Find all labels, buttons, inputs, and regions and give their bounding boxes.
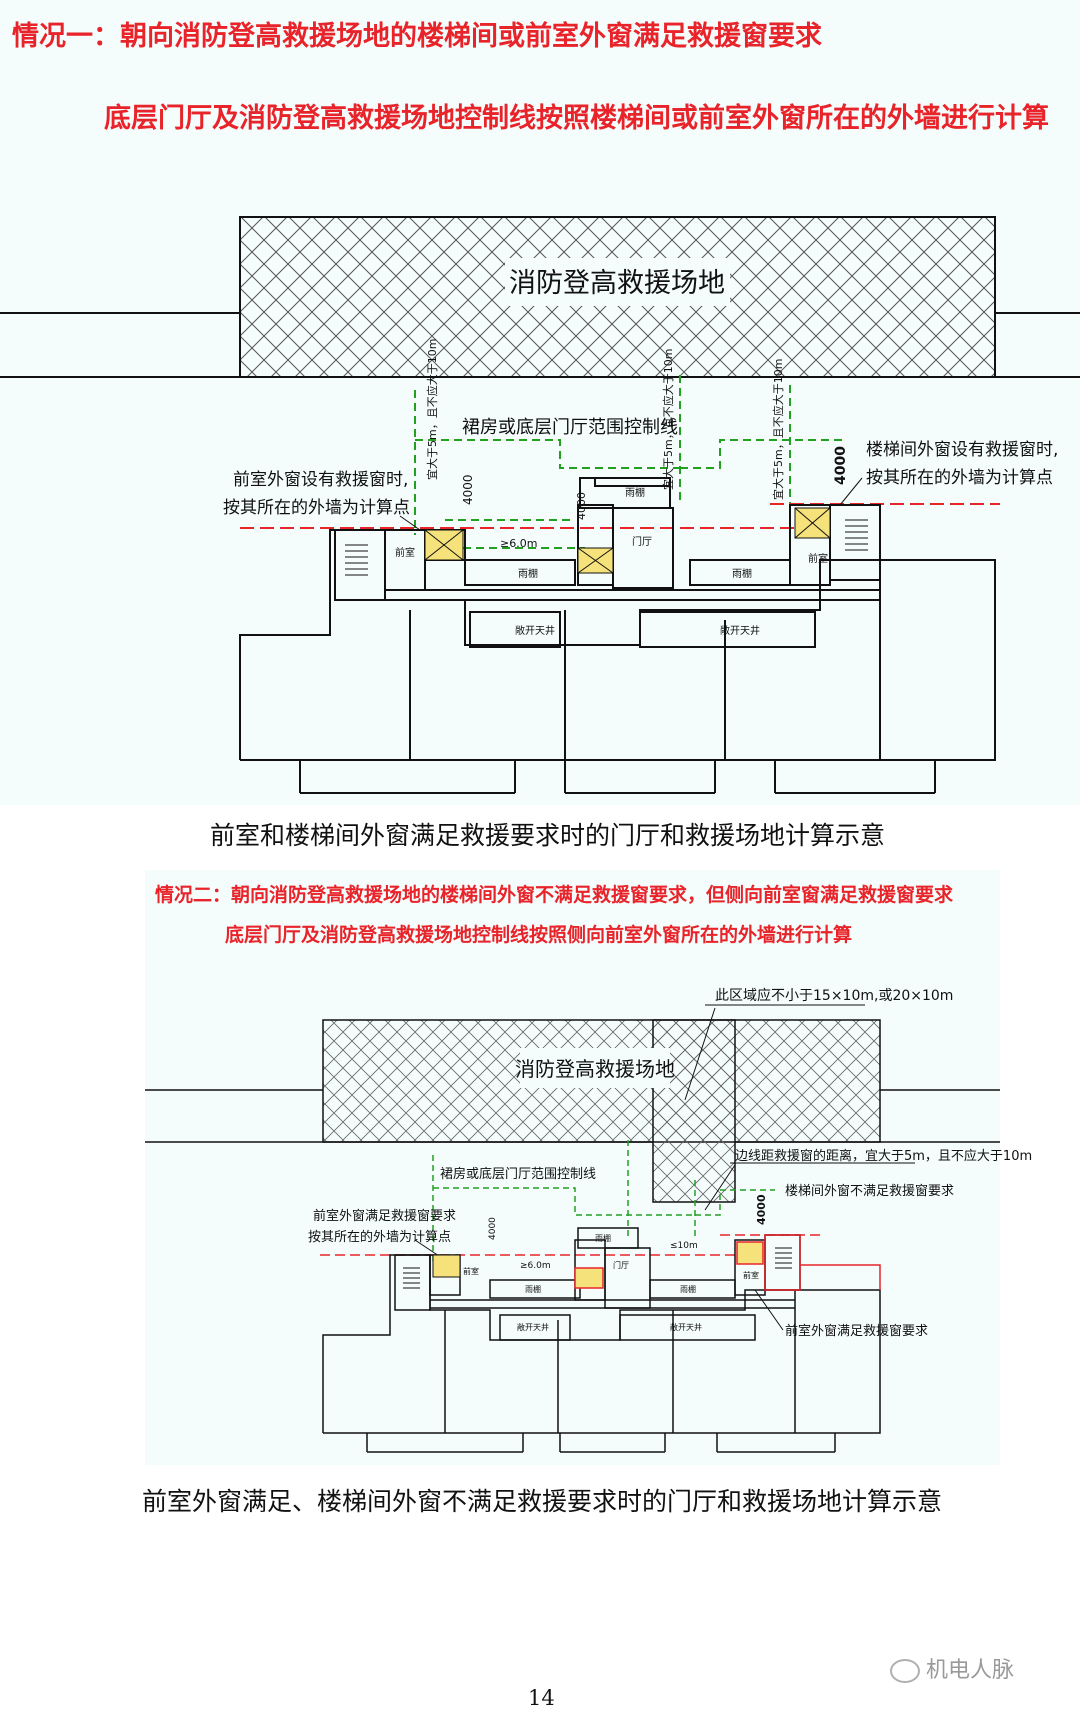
- case1-site-label: 消防登高救援场地: [509, 268, 725, 299]
- case2-room-court-a: 敞开天井: [517, 1322, 549, 1332]
- case1-room-canopy-b: 雨棚: [518, 567, 538, 580]
- case2-site-label: 消防登高救援场地: [515, 1057, 675, 1081]
- case1-room-court-b: 敞开天井: [720, 624, 760, 637]
- case2-dim-4000-right: 4000: [755, 1194, 768, 1225]
- case2-window-mid: [574, 1267, 604, 1289]
- case2-area-note: 此区域应不小于15×10m,或20×10m: [715, 987, 953, 1004]
- watermark: 机电人脉: [890, 1652, 1014, 1684]
- case2-window-left: [432, 1254, 461, 1278]
- case1-dim-4000-right: 4000: [833, 446, 849, 485]
- case1-room-lobby: 门厅: [632, 535, 652, 548]
- case1-control-line-label: 裙房或底层门厅范围控制线: [462, 417, 678, 438]
- case2-stair-note: 楼梯间外窗不满足救援窗要求: [785, 1183, 954, 1199]
- watermark-text: 机电人脉: [926, 1658, 1015, 1683]
- case1-room-court-a: 敞开天井: [515, 624, 555, 637]
- case2-extra-area: [652, 1019, 736, 1203]
- case1-dim-4000-left: 4000: [461, 474, 475, 505]
- case1-rescue-site: [239, 216, 996, 378]
- case2-control-line-label: 裙房或底层门厅范围控制线: [440, 1166, 596, 1182]
- case2-room-front-left: 前室: [463, 1266, 479, 1276]
- case1-right-note-2: 按其所在的外墙为计算点: [866, 468, 1053, 488]
- case2-caption: 前室外窗满足、楼梯间外窗不满足救援要求时的门厅和救援场地计算示意: [142, 1487, 943, 1516]
- case1-dim-6m: ≥6.0m: [500, 537, 537, 550]
- case2-room-lobby: 门厅: [613, 1260, 629, 1270]
- case2-room-front-right: 前室: [743, 1270, 759, 1280]
- case2-room-canopy-c: 雨棚: [595, 1233, 611, 1243]
- case2-edge-note: 边线距救援窗的距离，宜大于5m，且不应大于10m: [735, 1148, 1032, 1164]
- case1-vertical-note-b: 宜大于5m，且不应大于10m: [661, 349, 675, 490]
- page-number: 14: [528, 1686, 555, 1710]
- case2-subtitle: 底层门厅及消防登高救援场地控制线按照侧向前室外窗所在的外墙进行计算: [225, 924, 853, 946]
- case2-dim-4000-left: 4000: [488, 1217, 498, 1240]
- case1-title: 情况一：朝向消防登高救援场地的楼梯间或前室外窗满足救援窗要求: [12, 21, 822, 52]
- wechat-icon: [890, 1659, 920, 1683]
- case1-caption: 前室和楼梯间外窗满足救援要求时的门厅和救援场地计算示意: [210, 821, 886, 850]
- case1-control-lines: [414, 375, 845, 549]
- case2-room-canopy-a: 雨棚: [525, 1284, 541, 1294]
- case1-vertical-note-a: 宜大于5m，且不应大于10m: [425, 339, 439, 480]
- case1-subtitle: 底层门厅及消防登高救援场地控制线按照楼梯间或前室外窗所在的外墙进行计算: [104, 103, 1049, 134]
- case1-building: [239, 477, 996, 794]
- case1-left-note-1: 前室外窗设有救援窗时,: [233, 470, 408, 490]
- case2-dim-6m: ≥6.0m: [520, 1261, 551, 1271]
- case2-bottom-note: 前室外窗满足救援窗要求: [785, 1323, 928, 1339]
- case2-diagram-panel: 情况二：朝向消防登高救援场地的楼梯间外窗不满足救援窗要求，但侧向前室窗满足救援窗…: [145, 870, 1032, 1465]
- case2-room-canopy-b: 雨棚: [680, 1284, 696, 1294]
- case1-right-note-1: 楼梯间外窗设有救援窗时,: [866, 440, 1058, 460]
- case2-left-note-2: 按其所在的外墙为计算点: [308, 1229, 451, 1245]
- case2-left-note-1: 前室外窗满足救援窗要求: [313, 1208, 456, 1224]
- case1-room-front-left: 前室: [395, 546, 415, 559]
- case1-room-canopy-a: 雨棚: [625, 486, 645, 499]
- case1-left-note-2: 按其所在的外墙为计算点: [223, 498, 410, 518]
- case2-floor-plan: 消防登高救援场地 此区域应不小于15×10m,或20×10m 裙房或底层门厅范围…: [145, 987, 1032, 1453]
- case2-building: [322, 1227, 881, 1453]
- case1-room-front-right: 前室: [808, 552, 828, 565]
- case1-vertical-note-c: 宜大于5m，且不应大于10m: [771, 359, 785, 500]
- case1-room-canopy-c: 雨棚: [732, 567, 752, 580]
- case1-floor-plan: 消防登高救援场地 宜大于5m，且不应大于10m 宜大于5m，且不应大于10m 宜…: [0, 216, 1080, 794]
- case2-dim-10m: ≤10m: [670, 1241, 698, 1251]
- case2-window-right: [736, 1241, 764, 1265]
- case2-title: 情况二：朝向消防登高救援场地的楼梯间外窗不满足救援窗要求，但侧向前室窗满足救援窗…: [155, 884, 954, 906]
- case1-diagram-panel: 情况一：朝向消防登高救援场地的楼梯间或前室外窗满足救援窗要求 底层门厅及消防登高…: [0, 0, 1080, 805]
- case2-room-court-b: 敞开天井: [670, 1322, 702, 1332]
